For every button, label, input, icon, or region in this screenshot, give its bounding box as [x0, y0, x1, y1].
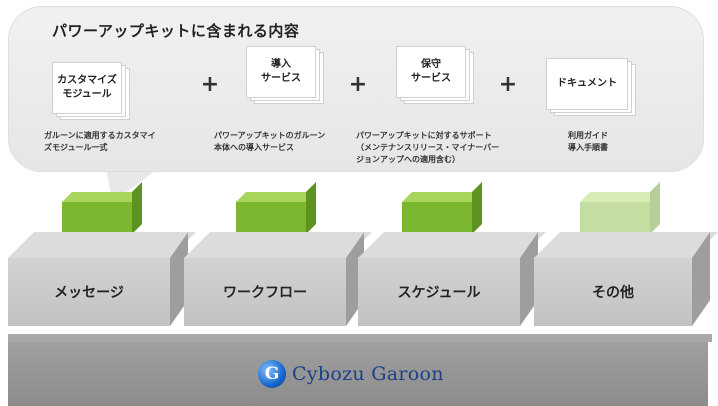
- garoon-logo: Cybozu Garoon: [258, 360, 444, 388]
- maintenance-service-label: 保守 サービス: [411, 59, 451, 84]
- maintenance-service-doc: 保守 サービス: [396, 46, 474, 104]
- block-top-workflow: [184, 232, 372, 258]
- install-service-caption: パワーアップキットのガルーン 本体への導入サービス: [214, 131, 326, 152]
- documents-label: ドキュメント: [557, 78, 617, 89]
- base-platform: [8, 342, 708, 406]
- app-block-other: その他: [534, 258, 692, 326]
- plus-sign-1: +: [200, 72, 220, 97]
- app-label-workflow: ワークフロー: [223, 285, 307, 301]
- customize-module-caption: ガルーンに適用するカスタマイ ズモジュール一式: [44, 131, 156, 152]
- block-top-messages: [8, 232, 196, 258]
- block-top-other: [534, 232, 718, 258]
- app-label-schedule: スケジュール: [397, 285, 481, 301]
- garoon-logo-text: Cybozu Garoon: [292, 363, 444, 385]
- app-block-workflow: ワークフロー: [184, 258, 346, 326]
- plus-sign-2: +: [348, 72, 368, 97]
- plus-sign-3: +: [498, 72, 518, 97]
- app-block-schedule: スケジュール: [358, 258, 520, 326]
- install-service-doc: 導入 サービス: [246, 46, 324, 104]
- app-label-other: その他: [592, 285, 634, 301]
- base-platform-top: [8, 334, 712, 342]
- install-service-label: 導入 サービス: [261, 59, 301, 84]
- customize-module-label: カスタマイズ モジュール: [57, 75, 117, 100]
- documents-caption: 利用ガイド 導入手順書: [568, 131, 608, 152]
- customize-module-doc: カスタマイズ モジュール: [52, 62, 130, 120]
- block-top-schedule: [358, 232, 546, 258]
- maintenance-service-caption: パワーアップキットに対するサポート （メンテナンスリリース・マイナーバー ジョン…: [356, 131, 500, 164]
- kit-contents-bubble: パワーアップキットに含まれる内容 カスタマイズ モジュール + 導入 サービス …: [8, 6, 704, 172]
- kit-title: パワーアップキットに含まれる内容: [52, 22, 300, 40]
- documents-doc: ドキュメント: [546, 58, 636, 116]
- app-label-messages: メッセージ: [54, 285, 124, 301]
- garoon-globe-icon: [258, 360, 286, 388]
- app-block-messages: メッセージ: [8, 258, 170, 326]
